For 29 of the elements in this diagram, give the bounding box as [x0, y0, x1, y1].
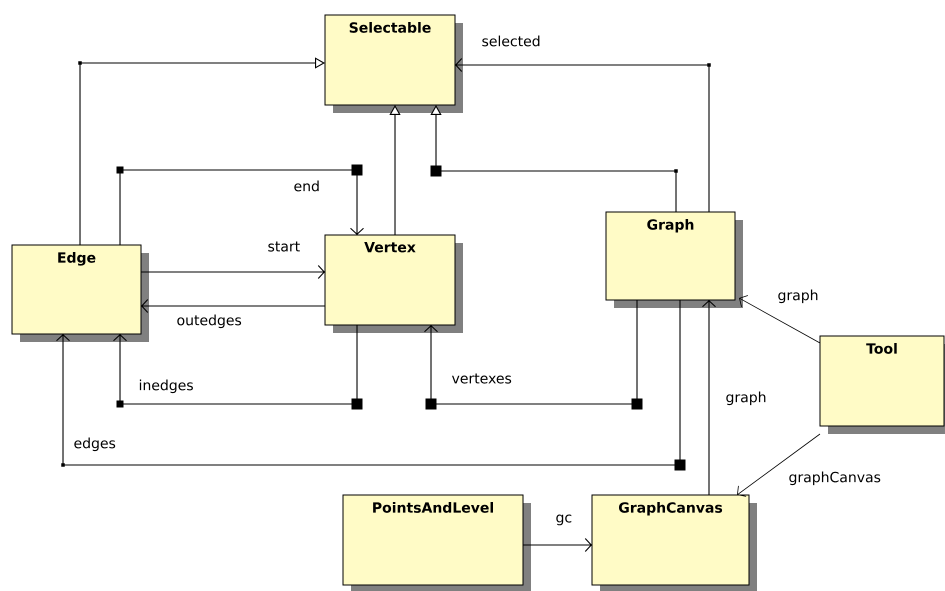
arrow [113, 325, 362, 410]
arrow [702, 300, 716, 495]
class-box: Tool [820, 336, 945, 434]
edge-label: end [292, 180, 321, 192]
edge-label: inedges [138, 378, 195, 394]
arrow [141, 299, 325, 313]
edge-label: edges [72, 436, 117, 452]
arrow [56, 300, 686, 470]
edge-label: graphCanvas [788, 470, 882, 486]
class-box: Vertex [324, 234, 463, 333]
edge-label: outedges [176, 314, 243, 330]
arrow [141, 265, 325, 279]
class-box: Graph [606, 212, 743, 308]
edge-label: start [266, 240, 302, 253]
class-box: PointsAndLevel [342, 494, 531, 591]
edge-label: selected [480, 34, 542, 48]
edge-label: graph [776, 288, 820, 304]
arrow [424, 300, 642, 410]
arrow [739, 295, 820, 344]
arrow [116, 164, 364, 245]
arrow [523, 538, 592, 552]
arrow [737, 434, 820, 497]
class-box: Selectable [324, 14, 463, 113]
class-box: Edge [12, 244, 149, 342]
arrow [455, 58, 711, 212]
edge-label: vertexes [450, 372, 513, 385]
edge-label: graph [724, 390, 768, 406]
edge-label: gc [554, 514, 574, 526]
class-box: GraphCanvas [592, 494, 757, 591]
